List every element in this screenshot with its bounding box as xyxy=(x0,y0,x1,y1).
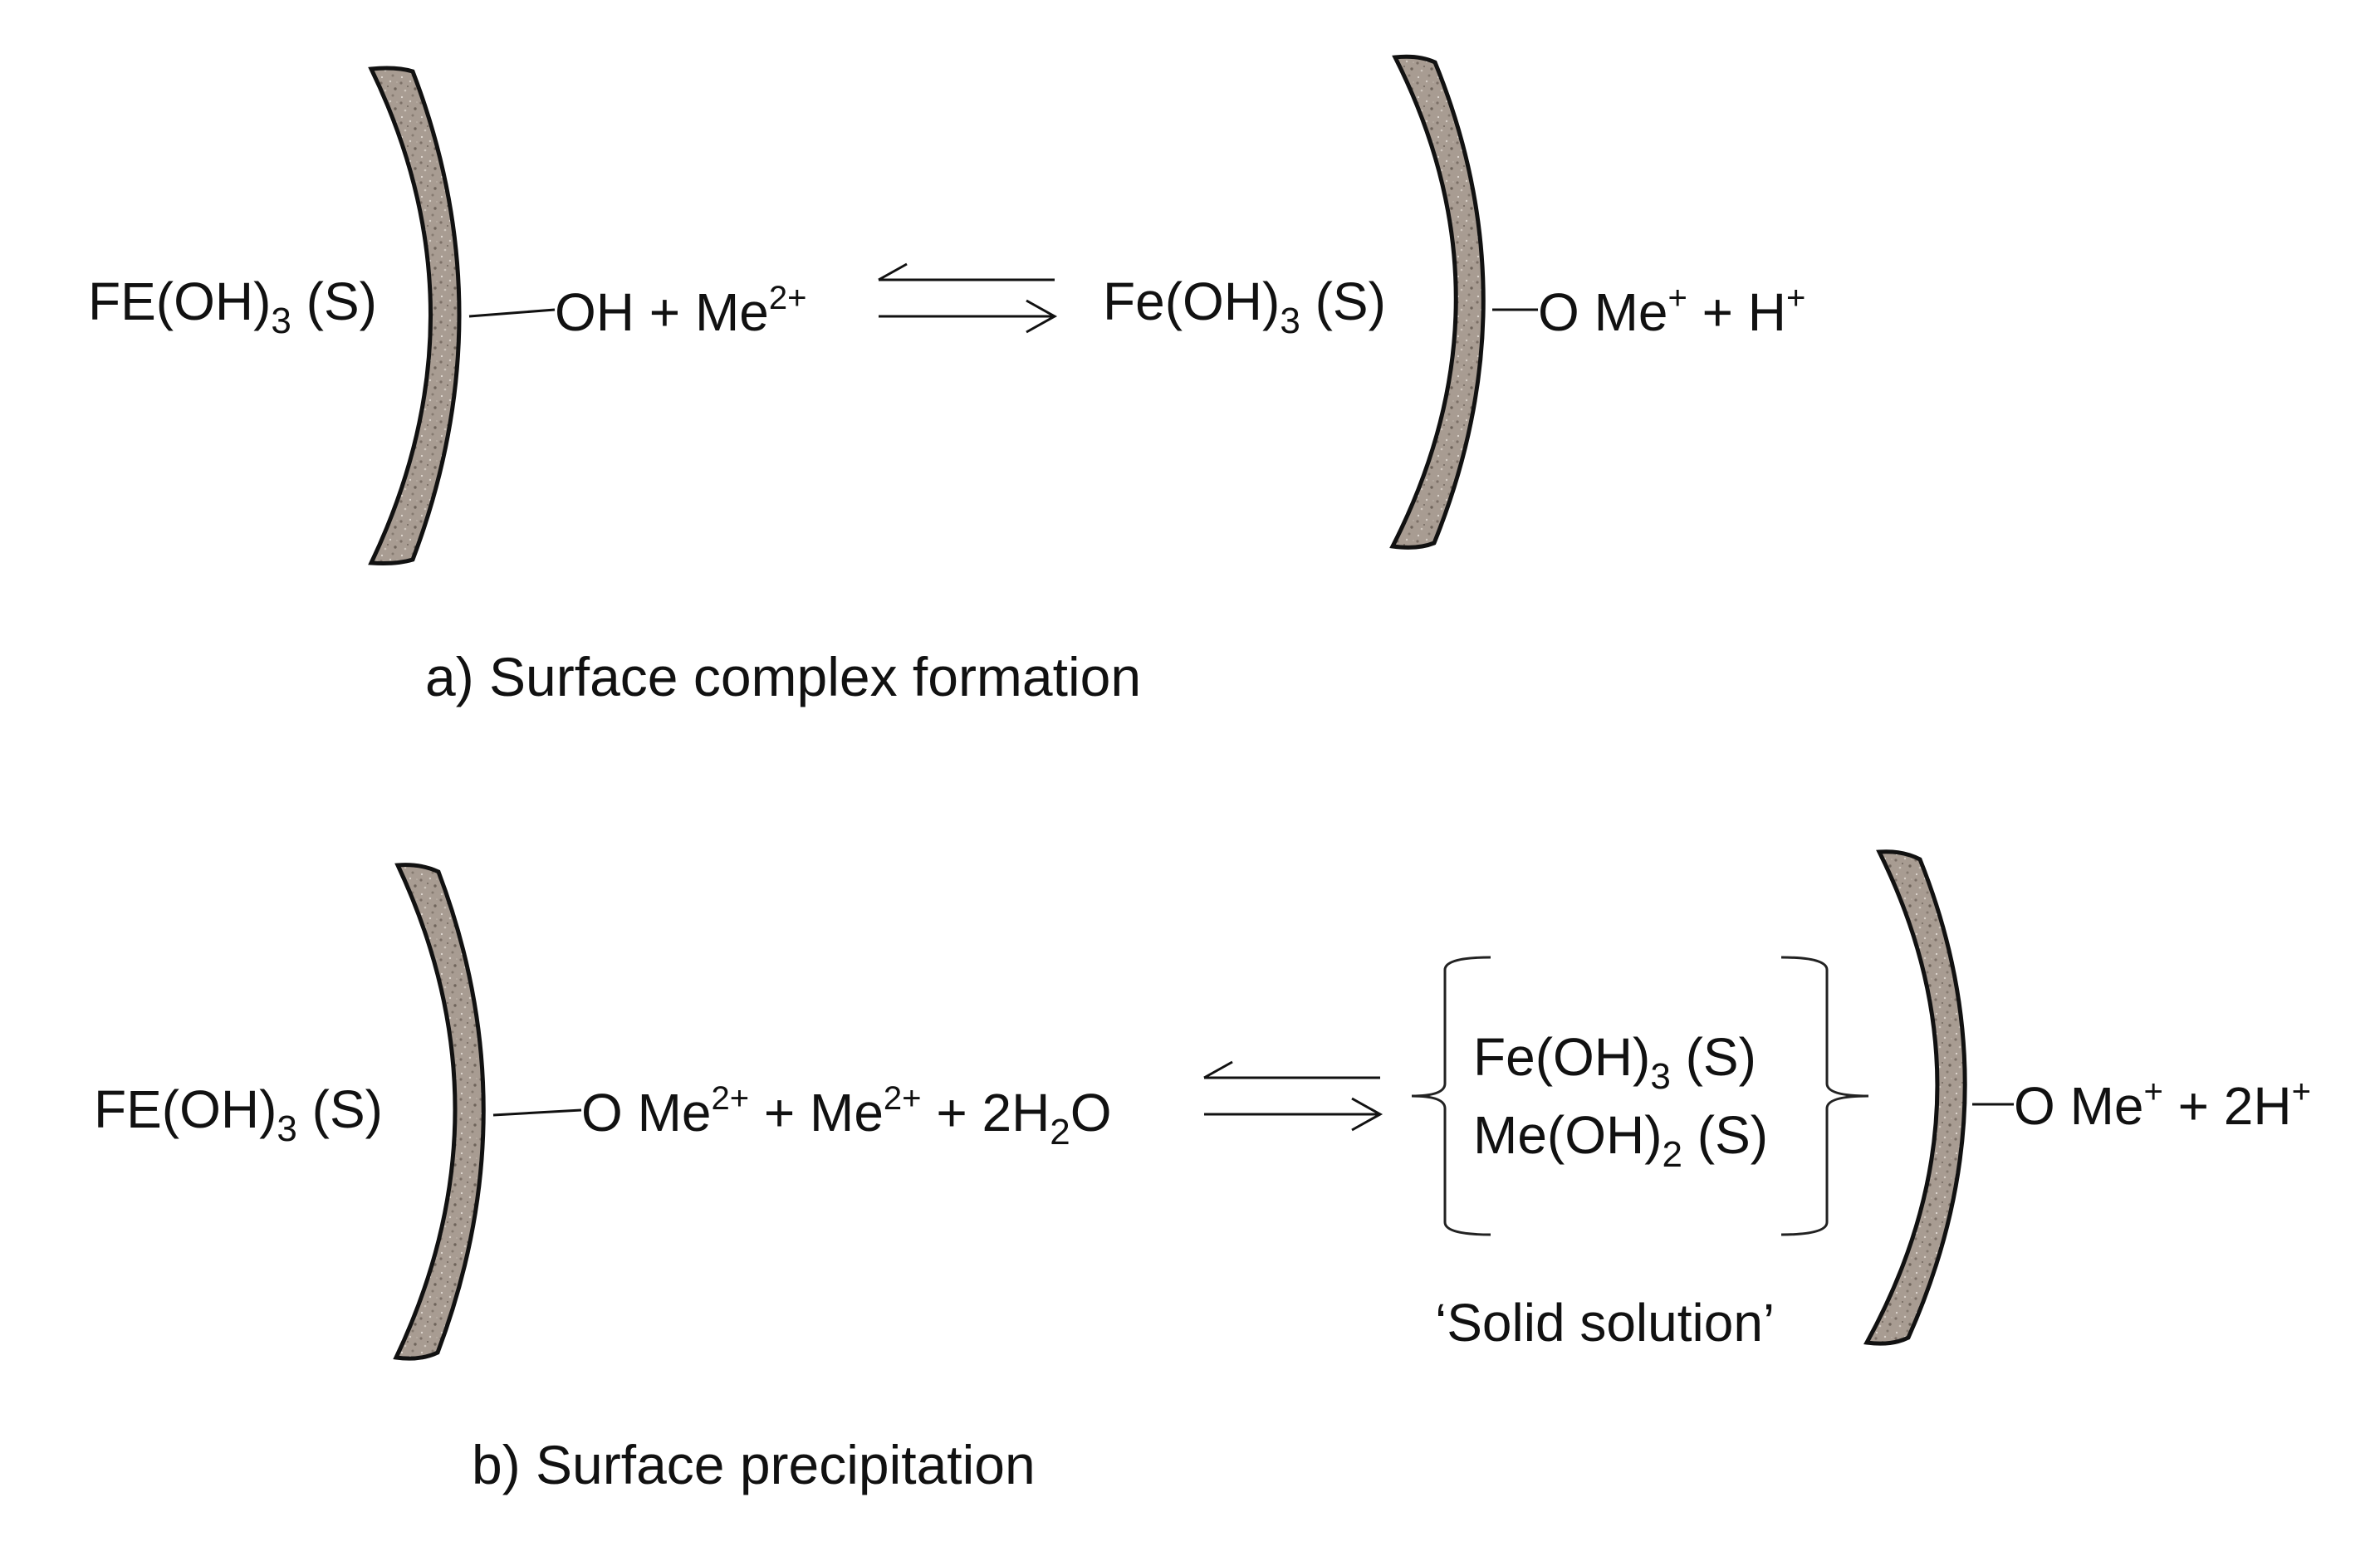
panel-b-left-brace xyxy=(1411,956,1491,1236)
panel-b-right-brace xyxy=(1780,956,1869,1236)
panel-a-left-particle xyxy=(368,66,462,565)
panel-a-left-solid: FE(OH)3 (S) xyxy=(88,272,377,341)
panel-b: FE(OH)3 (S) O Me2+ + Me2+ + 2H2O Fe(OH)3… xyxy=(94,849,2311,1495)
panel-a-equilibrium-arrow xyxy=(878,262,1058,334)
panel-a-left-bond xyxy=(468,308,556,318)
panel-b-left-particle xyxy=(393,863,486,1361)
panel-b-equilibrium-arrow xyxy=(1203,1060,1383,1132)
panel-a-reactants: OH + Me2+ xyxy=(555,280,806,342)
panel-a-products: O Me+ + H+ xyxy=(1538,280,1805,342)
panel-b-right-particle xyxy=(1863,849,1967,1346)
panel-b-bracket-label: ‘Solid solution’ xyxy=(1435,1293,1775,1353)
panel-b-left-solid: FE(OH)3 (S) xyxy=(94,1079,383,1149)
panel-b-bracket-line2: Me(OH)2 (S) xyxy=(1473,1105,1768,1175)
panel-b-bracket-line1: Fe(OH)3 (S) xyxy=(1473,1027,1756,1097)
panel-a-right-particle xyxy=(1389,54,1486,550)
panel-a-right-solid: Fe(OH)3 (S) xyxy=(1103,272,1386,341)
panel-b-left-bond xyxy=(492,1108,582,1117)
panel-a-caption: a) Surface complex formation xyxy=(425,646,1141,707)
panel-b-products: O Me+ + 2H+ xyxy=(2014,1074,2311,1136)
panel-b-caption: b) Surface precipitation xyxy=(472,1434,1036,1495)
panel-a: FE(OH)3 (S) OH + Me2+ Fe(OH)3 (S) O Me+ … xyxy=(88,54,1805,707)
panel-b-reactants: O Me2+ + Me2+ + 2H2O xyxy=(581,1080,1112,1152)
